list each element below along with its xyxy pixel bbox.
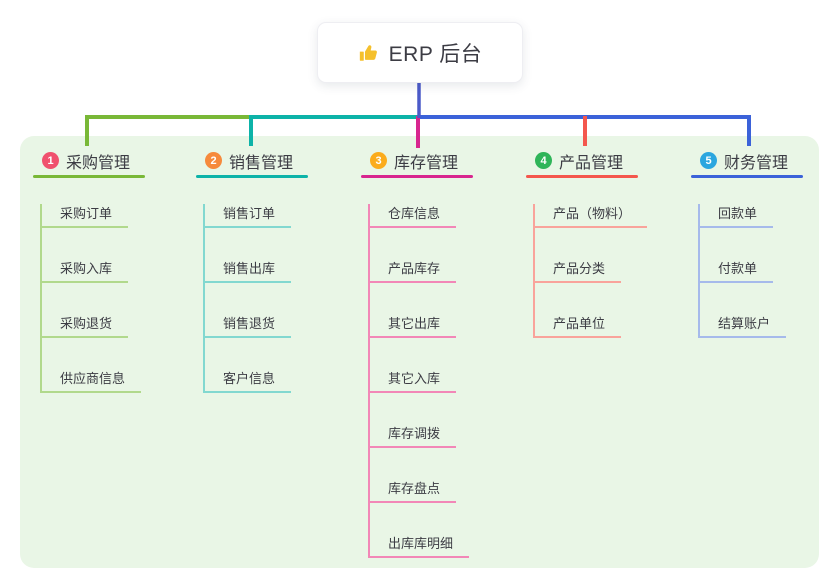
- root-node-erp[interactable]: ERP 后台: [317, 22, 523, 83]
- root-node-label: ERP 后台: [388, 42, 483, 66]
- branch-underline: [691, 175, 803, 178]
- branch-underline: [196, 175, 308, 178]
- branch-header[interactable]: 2 销售管理: [196, 146, 308, 175]
- child-node[interactable]: 采购入库: [42, 259, 129, 283]
- child-node[interactable]: 仓库信息: [370, 204, 457, 228]
- branch-label: 财务管理: [724, 154, 789, 172]
- branch-children: 产品（物料） 产品分类产品单位: [533, 204, 648, 338]
- child-node[interactable]: 库存调拨: [370, 424, 457, 448]
- branches-background-panel: [20, 136, 819, 568]
- child-node[interactable]: 销售退货: [205, 314, 292, 338]
- branch-3: 3 库存管理仓库信息产品库存其它出库其它入库库存调拨库存盘点出库库明细: [361, 146, 473, 558]
- child-node[interactable]: 供应商信息: [42, 369, 142, 393]
- branch-header[interactable]: 1 采购管理: [33, 146, 145, 175]
- branch-number-badge: 4: [535, 152, 552, 169]
- branch-1: 1 采购管理采购订单采购入库采购退货供应商信息: [33, 146, 145, 393]
- child-node[interactable]: 其它入库: [370, 369, 457, 393]
- branch-underline: [526, 175, 638, 178]
- child-node[interactable]: 出库库明细: [370, 534, 470, 558]
- branch-number-badge: 2: [205, 152, 222, 169]
- child-node[interactable]: 采购退货: [42, 314, 129, 338]
- child-node[interactable]: 产品分类: [535, 259, 622, 283]
- child-node[interactable]: 其它出库: [370, 314, 457, 338]
- child-node[interactable]: 产品单位: [535, 314, 622, 338]
- branch-2: 2 销售管理销售订单销售出库销售退货客户信息: [196, 146, 308, 393]
- child-node[interactable]: 产品（物料）: [535, 204, 648, 228]
- branch-number-badge: 1: [42, 152, 59, 169]
- branch-number-badge: 5: [700, 152, 717, 169]
- branch-children: 仓库信息产品库存其它出库其它入库库存调拨库存盘点出库库明细: [368, 204, 473, 558]
- branch-children: 回款单付款单结算账户: [698, 204, 803, 338]
- branch-label: 库存管理: [394, 154, 459, 172]
- child-node[interactable]: 付款单: [700, 259, 774, 283]
- branch-5: 5 财务管理回款单付款单结算账户: [691, 146, 803, 338]
- child-node[interactable]: 销售订单: [205, 204, 292, 228]
- branch-underline: [361, 175, 473, 178]
- child-node[interactable]: 结算账户: [700, 314, 787, 338]
- branch-children: 销售订单销售出库销售退货客户信息: [203, 204, 308, 393]
- thumbs-up-icon: [359, 44, 377, 61]
- branch-label: 产品管理: [559, 154, 624, 172]
- branch-header[interactable]: 4 产品管理: [526, 146, 647, 175]
- branch-children: 采购订单采购入库采购退货供应商信息: [40, 204, 145, 393]
- branch-label: 采购管理: [66, 154, 131, 172]
- branch-4: 4 产品管理产品（物料） 产品分类产品单位: [526, 146, 648, 338]
- child-node[interactable]: 产品库存: [370, 259, 457, 283]
- branch-header[interactable]: 5 财务管理: [691, 146, 803, 175]
- child-node[interactable]: 销售出库: [205, 259, 292, 283]
- child-node[interactable]: 回款单: [700, 204, 774, 228]
- child-node[interactable]: 采购订单: [42, 204, 129, 228]
- branch-label: 销售管理: [229, 154, 294, 172]
- child-node[interactable]: 库存盘点: [370, 479, 457, 503]
- child-node[interactable]: 客户信息: [205, 369, 292, 393]
- branch-header[interactable]: 3 库存管理: [361, 146, 473, 175]
- branch-number-badge: 3: [370, 152, 387, 169]
- branch-underline: [33, 175, 145, 178]
